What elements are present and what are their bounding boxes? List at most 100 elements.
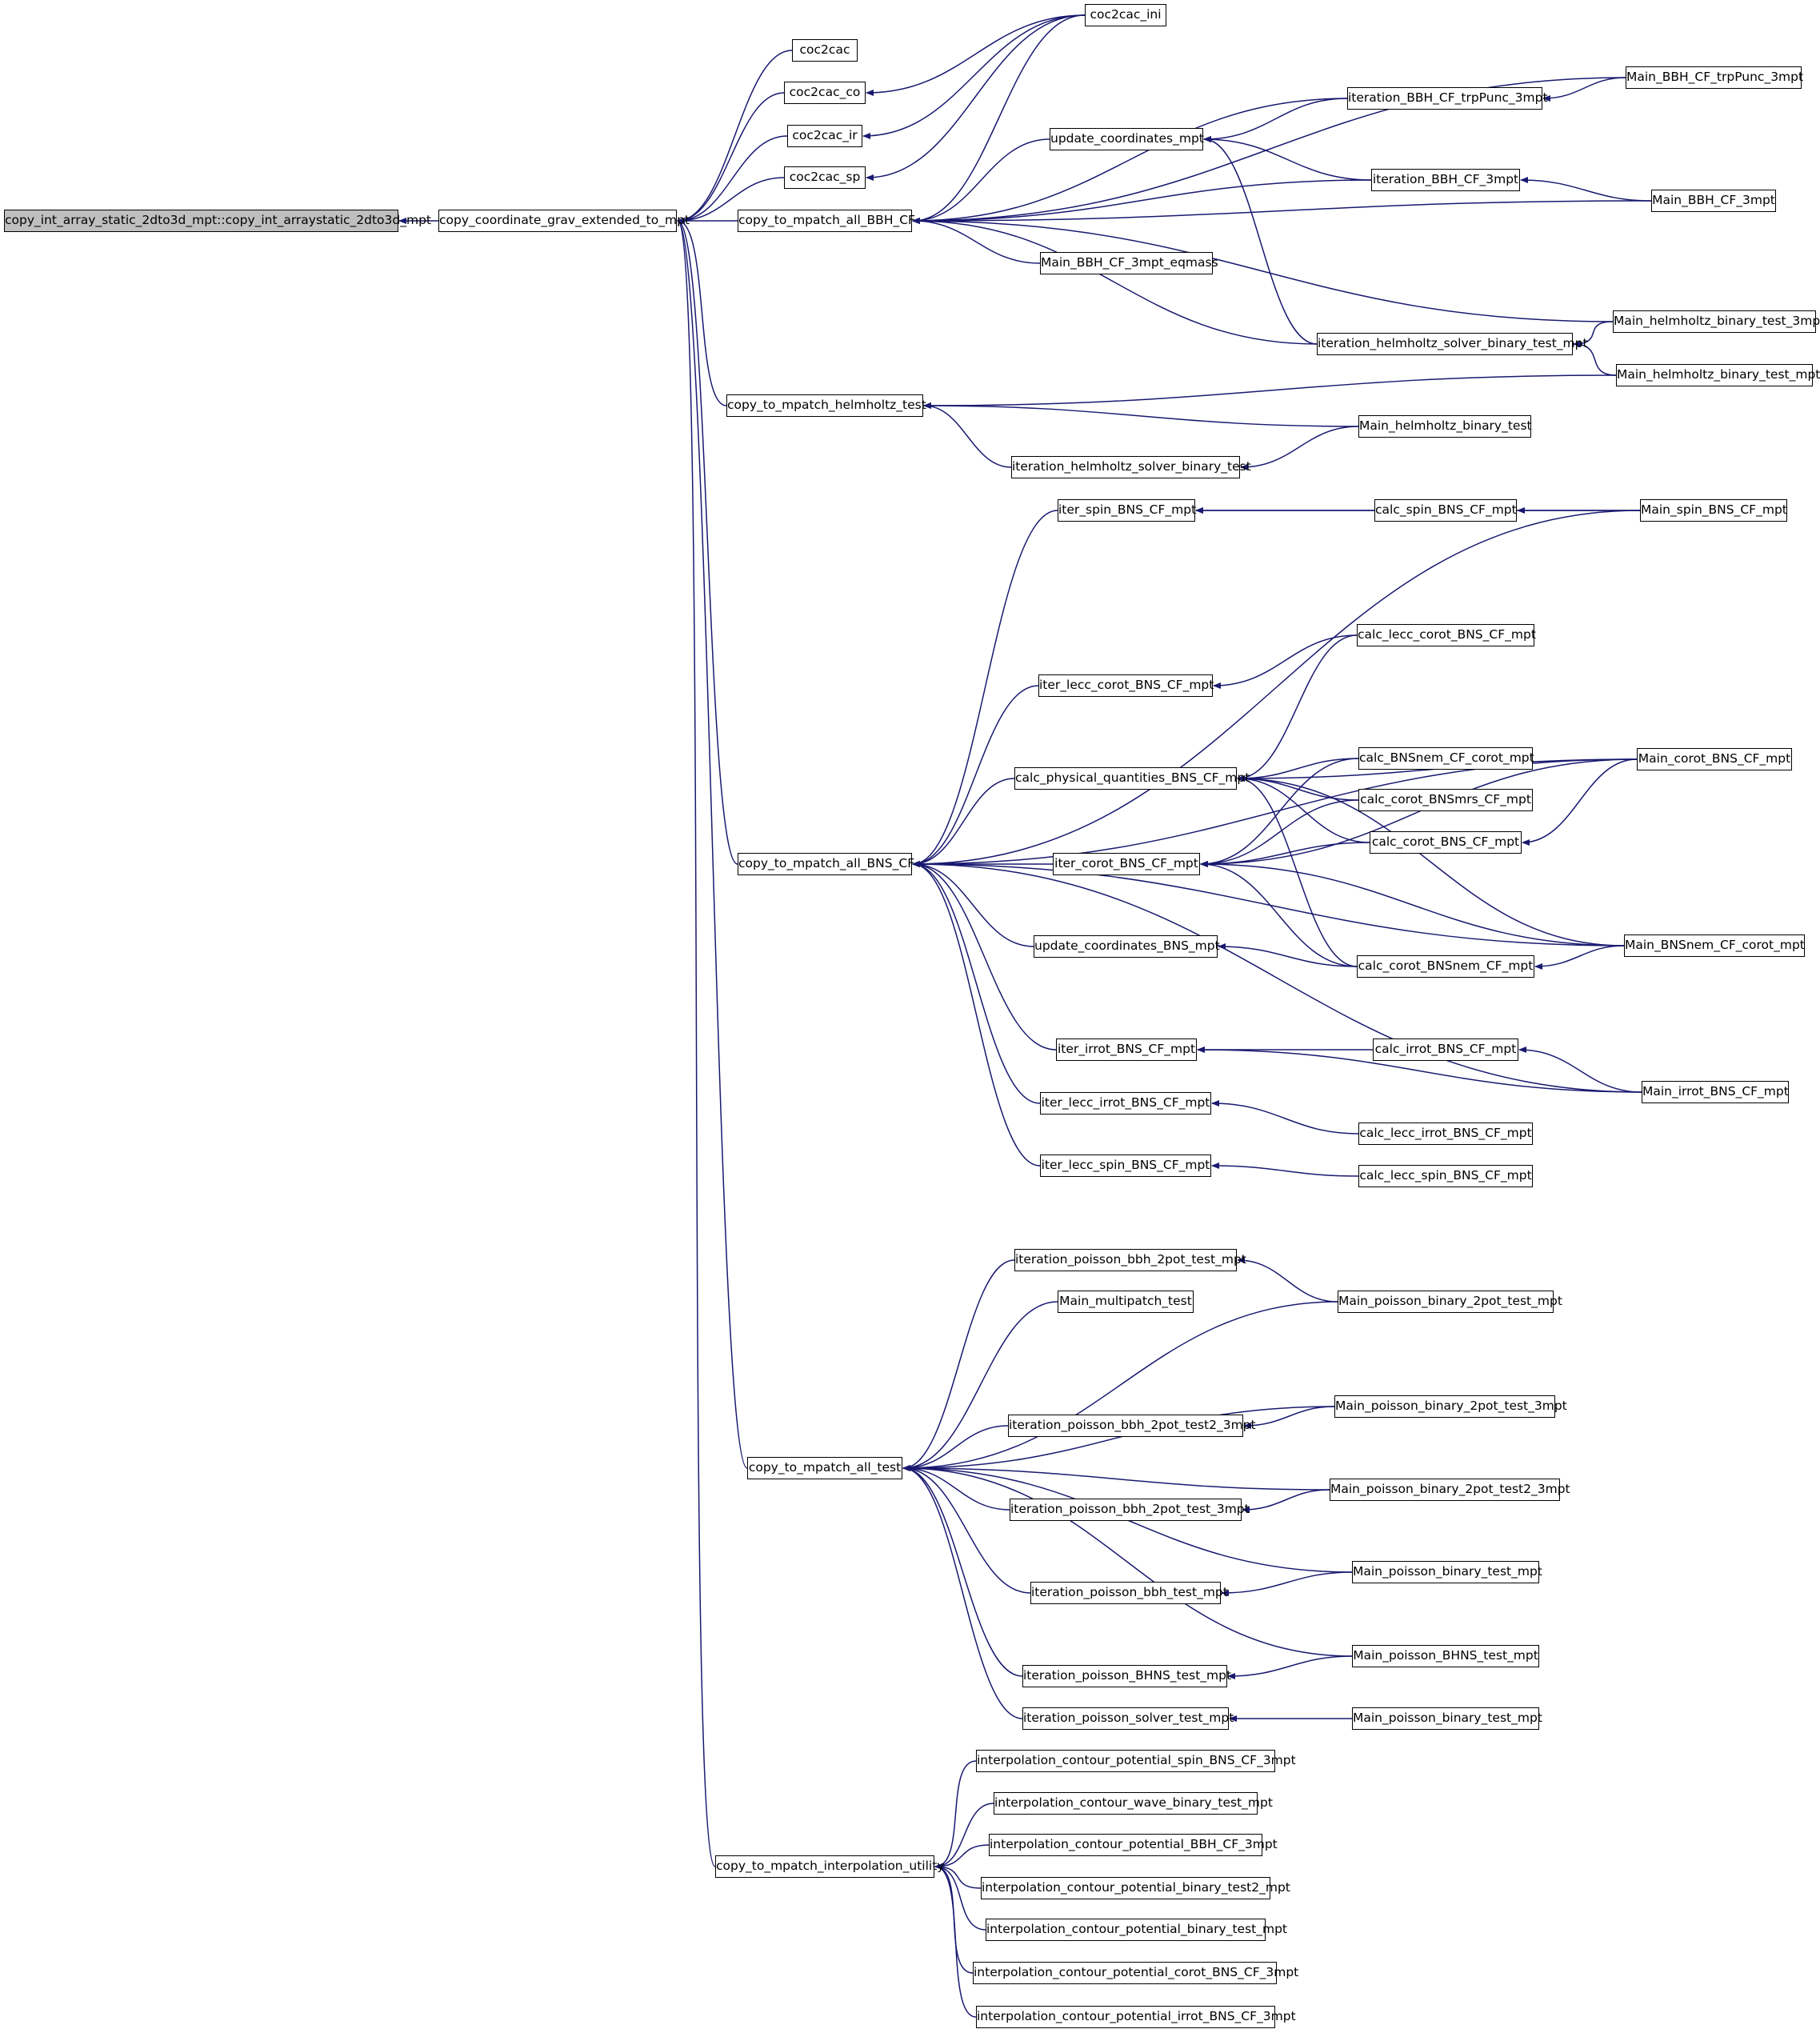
node-iter-corot-bns-cf-mpt[interactable]: iter_corot_BNS_CF_mpt: [1053, 853, 1200, 875]
call-edge-73: [902, 1406, 1335, 1471]
node-coc2cac-ir[interactable]: coc2cac_ir: [787, 125, 862, 147]
node-interpolation-contour-potential-binary-test-mpt[interactable]: interpolation_contour_potential_binary_t…: [986, 1919, 1287, 1941]
node-root-function[interactable]: copy_int_array_static_2dto3d_mpt::copy_i…: [4, 210, 431, 232]
node-iteration-poisson-solver-test-mpt[interactable]: iteration_poisson_solver_test_mpt: [1022, 1707, 1234, 1730]
node-calc-lecc-corot-bns-cf-mpt[interactable]: calc_lecc_corot_BNS_CF_mpt: [1357, 624, 1536, 646]
node-coc2cac-sp[interactable]: coc2cac_sp: [784, 166, 866, 189]
node-iteration-poisson-bbh-2pot-test-3mpt[interactable]: iteration_poisson_bbh_2pot_test_3mpt: [1010, 1499, 1250, 1521]
node-main-spin-bns-cf-mpt[interactable]: Main_spin_BNS_CF_mpt: [1640, 499, 1787, 522]
node-iteration-helmholtz-solver-binary-test[interactable]: iteration_helmholtz_solver_binary_test: [1011, 456, 1251, 478]
node-interpolation-contour-potential-binary-test2-mpt[interactable]: interpolation_contour_potential_binary_t…: [981, 1877, 1290, 1899]
call-edge-12: [866, 14, 1086, 181]
node-main-helmholtz-binary-test[interactable]: Main_helmholtz_binary_test: [1358, 415, 1532, 438]
node-calc-spin-bns-cf-mpt[interactable]: calc_spin_BNS_CF_mpt: [1374, 499, 1517, 522]
node-calc-lecc-spin-bns-cf-mpt[interactable]: calc_lecc_spin_BNS_CF_mpt: [1358, 1165, 1533, 1187]
node-calc-corot-bnsnem-cf-mpt[interactable]: calc_corot_BNSnem_CF_mpt: [1357, 955, 1534, 978]
node-calc-bnsnem-cf-corot-mpt[interactable]: calc_BNSnem_CF_corot_mpt: [1358, 747, 1534, 770]
call-edge-21: [912, 218, 1614, 322]
node-main-irrot-bns-cf-mpt[interactable]: Main_irrot_BNS_CF_mpt: [1642, 1081, 1789, 1103]
call-edge-9: [677, 218, 716, 1867]
node-main-corot-bns-cf-mpt[interactable]: Main_corot_BNS_CF_mpt: [1637, 748, 1792, 770]
call-edge-71: [902, 1301, 1058, 1471]
node-iteration-helmholtz-solver-binary-test-mpt[interactable]: iteration_helmholtz_solver_binary_test_m…: [1317, 333, 1588, 355]
node-iteration-poisson-bhns-test-mpt[interactable]: iteration_poisson_BHNS_test_mpt: [1022, 1665, 1231, 1687]
call-edge-33: [912, 510, 1058, 867]
call-edge-59: [1200, 758, 1638, 867]
call-edge-36: [912, 685, 1039, 867]
node-main-poisson-binary-test-mpt[interactable]: Main_poisson_binary_test_mpt: [1352, 1561, 1542, 1583]
call-edge-8: [677, 218, 748, 1469]
node-iter-irrot-bns-cf-mpt[interactable]: iter_irrot_BNS_CF_mpt: [1056, 1039, 1197, 1061]
call-edge-80: [902, 1465, 1023, 1677]
call-edge-50: [1237, 758, 1359, 782]
call-edge-1: [677, 50, 793, 224]
call-edge-49: [1237, 634, 1358, 782]
node-calc-corot-bnsmrs-cf-mpt[interactable]: calc_corot_BNSmrs_CF_mpt: [1358, 789, 1533, 811]
call-edge-30: [923, 402, 1359, 427]
call-edge-94: [934, 1863, 977, 2018]
node-copy-coordinate-grav-extended-to-mpt[interactable]: copy_coordinate_grav_extended_to_mpt: [438, 210, 690, 232]
node-main-poisson-binary-2pot-test-3mpt[interactable]: Main_poisson_binary_2pot_test_3mpt: [1334, 1395, 1567, 1418]
node-iter-lecc-irrot-bns-cf-mpt[interactable]: iter_lecc_irrot_BNS_CF_mpt: [1040, 1092, 1211, 1115]
node-update-coordinates-bns-mpt[interactable]: update_coordinates_BNS_mpt: [1034, 935, 1220, 958]
node-calc-lecc-irrot-bns-cf-mpt[interactable]: calc_lecc_irrot_BNS_CF_mpt: [1358, 1123, 1533, 1145]
node-copy-to-mpatch-interpolation-utility[interactable]: copy_to_mpatch_interpolation_utility: [715, 1855, 944, 1878]
call-edge-74: [902, 1425, 1009, 1471]
call-edge-90: [934, 1844, 990, 1870]
node-calc-irrot-bns-cf-mpt[interactable]: calc_irrot_BNS_CF_mpt: [1373, 1039, 1518, 1061]
call-edge-16: [912, 98, 1348, 224]
node-update-coordinates-mpt[interactable]: update_coordinates_mpt: [1050, 128, 1204, 150]
node-copy-to-mpatch-all-test[interactable]: copy_to_mpatch_all_test: [747, 1457, 902, 1479]
node-copy-to-mpatch-all-bns-cf[interactable]: copy_to_mpatch_all_BNS_CF: [738, 853, 914, 875]
node-interpolation-contour-wave-binary-test-mpt[interactable]: interpolation_contour_wave_binary_test_m…: [994, 1792, 1273, 1815]
node-iteration-bbh-cf-trppunc-3mpt[interactable]: iteration_BBH_CF_trpPunc_3mpt: [1347, 87, 1548, 110]
node-main-bbh-cf-3mpt-eqmass[interactable]: Main_BBH_CF_3mpt_eqmass: [1040, 252, 1218, 274]
node-main-poisson-binary-test-mpt-2[interactable]: Main_poisson_binary_test_mpt: [1352, 1707, 1542, 1730]
node-iteration-poisson-bbh-2pot-test-mpt[interactable]: iteration_poisson_bbh_2pot_test_mpt: [1014, 1249, 1246, 1271]
call-edge-92: [934, 1863, 986, 1931]
call-edge-15: [912, 218, 1041, 264]
node-main-helmholtz-binary-test-mpt[interactable]: Main_helmholtz_binary_test_mpt: [1616, 364, 1820, 386]
call-edge-32: [1240, 426, 1359, 470]
node-iter-lecc-spin-bns-cf-mpt[interactable]: iter_lecc_spin_BNS_CF_mpt: [1040, 1155, 1211, 1177]
node-main-bbh-cf-3mpt[interactable]: Main_BBH_CF_3mpt: [1651, 190, 1776, 212]
call-edge-39: [912, 861, 1034, 947]
call-edge-91: [934, 1863, 982, 1889]
node-main-bnsnem-cf-corot-mpt[interactable]: Main_BNSnem_CF_corot_mpt: [1624, 934, 1805, 957]
node-main-poisson-bhns-test-mpt[interactable]: Main_poisson_BHNS_test_mpt: [1352, 1645, 1539, 1667]
node-iteration-poisson-bbh-test-mpt[interactable]: iteration_poisson_bbh_test_mpt: [1030, 1582, 1228, 1604]
call-edge-62: [1522, 758, 1638, 846]
call-edge-27: [1573, 321, 1614, 347]
call-edge-17: [912, 77, 1626, 224]
call-edge-23: [1203, 136, 1372, 181]
node-iteration-poisson-bbh-2pot-test2-3mpt[interactable]: iteration_poisson_bbh_2pot_test2_3mpt: [1008, 1415, 1256, 1437]
call-edge-82: [1237, 1257, 1338, 1303]
node-calc-physical-quantities-bns-cf-mpt[interactable]: calc_physical_quantities_BNS_CF_mpt: [1014, 767, 1250, 790]
node-interpolation-contour-potential-corot-bns-cf-3mpt[interactable]: interpolation_contour_potential_corot_BN…: [973, 1962, 1298, 1984]
node-iter-lecc-corot-bns-cf-mpt[interactable]: iter_lecc_corot_BNS_CF_mpt: [1038, 674, 1214, 697]
node-calc-corot-bns-cf-mpt[interactable]: calc_corot_BNS_CF_mpt: [1370, 831, 1522, 854]
call-edge-20: [912, 218, 1318, 345]
node-coc2cac-ini[interactable]: coc2cac_ini: [1085, 4, 1166, 26]
node-coc2cac[interactable]: coc2cac: [792, 39, 858, 62]
node-interpolation-contour-potential-irrot-bns-cf-3mpt[interactable]: interpolation_contour_potential_irrot_BN…: [976, 2006, 1296, 2028]
call-edge-25: [1542, 77, 1626, 102]
node-interpolation-contour-potential-spin-bns-cf-3mpt[interactable]: interpolation_contour_potential_spin_BNS…: [976, 1750, 1296, 1772]
node-main-multipatch-test[interactable]: Main_multipatch_test: [1058, 1291, 1194, 1313]
call-edge-4: [677, 177, 785, 224]
node-coc2cac-co[interactable]: coc2cac_co: [784, 82, 866, 104]
call-edge-76: [902, 1465, 1010, 1511]
node-copy-to-mpatch-helmholtz-test[interactable]: copy_to_mpatch_helmholtz_test: [726, 394, 926, 417]
node-main-poisson-binary-2pot-test-mpt[interactable]: Main_poisson_binary_2pot_test_mpt: [1338, 1291, 1562, 1313]
call-edge-69: [1211, 1163, 1359, 1177]
node-main-poisson-binary-2pot-test2-3mpt[interactable]: Main_poisson_binary_2pot_test2_3mpt: [1330, 1479, 1570, 1501]
node-interpolation-contour-potential-bbh-cf-3mpt[interactable]: interpolation_contour_potential_BBH_CF_3…: [989, 1834, 1278, 1856]
call-edge-61: [1200, 861, 1625, 946]
call-edge-13: [912, 14, 1086, 224]
node-main-helmholtz-binary-test-3mpt[interactable]: Main_helmholtz_binary_test_3mpt: [1613, 310, 1820, 333]
node-copy-to-mpatch-all-bbh-cf[interactable]: copy_to_mpatch_all_BBH_CF: [738, 210, 915, 232]
node-main-bbh-cf-trppunc-3mpt[interactable]: Main_BBH_CF_trpPunc_3mpt: [1626, 66, 1803, 89]
call-edge-57: [1200, 799, 1359, 867]
node-iteration-bbh-cf-3mpt[interactable]: iteration_BBH_CF_3mpt: [1371, 169, 1520, 191]
node-iter-spin-bns-cf-mpt[interactable]: iter_spin_BNS_CF_mpt: [1058, 499, 1196, 522]
